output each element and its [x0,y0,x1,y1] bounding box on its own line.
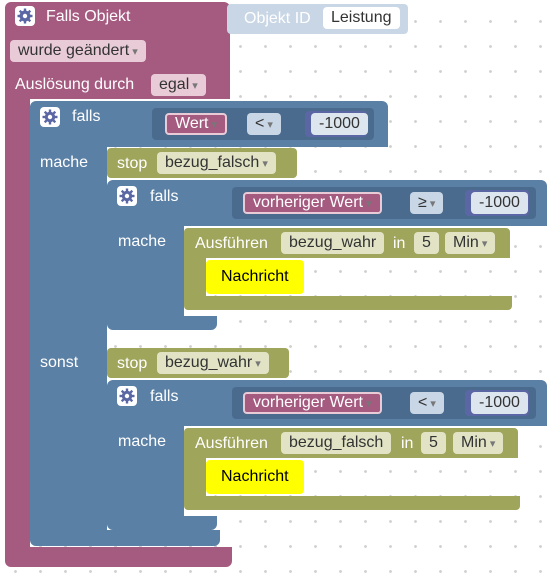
outer-compare-var[interactable]: Wert [165,113,228,135]
inner2-falls-label: falls [150,388,179,405]
trigger-block-footer [5,547,232,567]
inner1-compare-op[interactable]: ≥ [410,192,444,214]
exec-delay-1[interactable]: 5 [414,232,439,254]
exec-block-2-footer [184,496,520,510]
message-text-1: Nachricht [221,268,289,285]
exec-label-1: Ausführen [195,235,268,252]
inner-if1-footer [107,316,217,330]
outer-sonst-label: sonst [40,354,79,371]
inner1-compare-num[interactable]: -1000 [471,192,528,214]
gear-icon[interactable] [117,186,137,206]
outer-falls-label: falls [72,108,101,125]
outer-mache-label: mache [40,154,89,171]
gear-icon[interactable] [40,107,60,127]
stop-label-2: stop [117,355,148,372]
exec-name-2[interactable]: bezug_falsch [281,432,392,454]
exec-in-label-1: in [393,235,406,252]
exec-unit-1[interactable]: Min [445,232,496,254]
inner2-mache-label: mache [118,433,167,450]
inner1-compare-var[interactable]: vorheriger Wert [243,192,382,214]
gear-icon[interactable] [117,386,137,406]
trigger-block-spine [5,97,30,559]
message-block-2[interactable] [206,460,304,494]
inner1-falls-label: falls [150,188,179,205]
exec-block-1-footer [184,296,512,310]
exec-label-2: Ausführen [195,435,268,452]
message-block-1[interactable] [206,260,304,294]
inner2-compare-op[interactable]: < [410,392,444,414]
inner-if2-footer [107,516,217,530]
exec-delay-2[interactable]: 5 [421,432,446,454]
inner-if1-spine [107,224,184,324]
inner2-compare-num[interactable]: -1000 [471,392,528,414]
outer-compare-op[interactable]: < [247,113,281,135]
stop-timer-2[interactable]: bezug_wahr [157,352,269,374]
stop-label-1: stop [117,155,148,172]
object-id-value[interactable]: Leistung [323,7,400,29]
outer-compare-num[interactable]: -1000 [311,113,368,135]
outer-if-spine [30,145,107,535]
trigger-title: Falls Objekt [46,8,131,25]
inner-if2-spine [107,424,184,524]
stop-timer-1[interactable]: bezug_falsch [157,152,276,174]
inner2-compare-var[interactable]: vorheriger Wert [243,392,382,414]
object-id-label: Objekt ID [244,10,311,27]
exec-in-label-2: in [401,435,414,452]
exec-block-2-spine [184,456,206,502]
exec-unit-2[interactable]: Min [453,432,504,454]
exec-name-1[interactable]: bezug_wahr [281,232,385,254]
gear-icon[interactable] [15,6,35,26]
inner1-mache-label: mache [118,233,167,250]
exec-block-1-spine [184,256,206,302]
trigger-dropdown[interactable]: egal [151,74,206,96]
trigger-label: Auslösung durch [15,76,135,93]
outer-if-footer [30,530,220,546]
condition-dropdown[interactable]: wurde geändert [10,40,146,62]
message-text-2: Nachricht [221,468,289,485]
